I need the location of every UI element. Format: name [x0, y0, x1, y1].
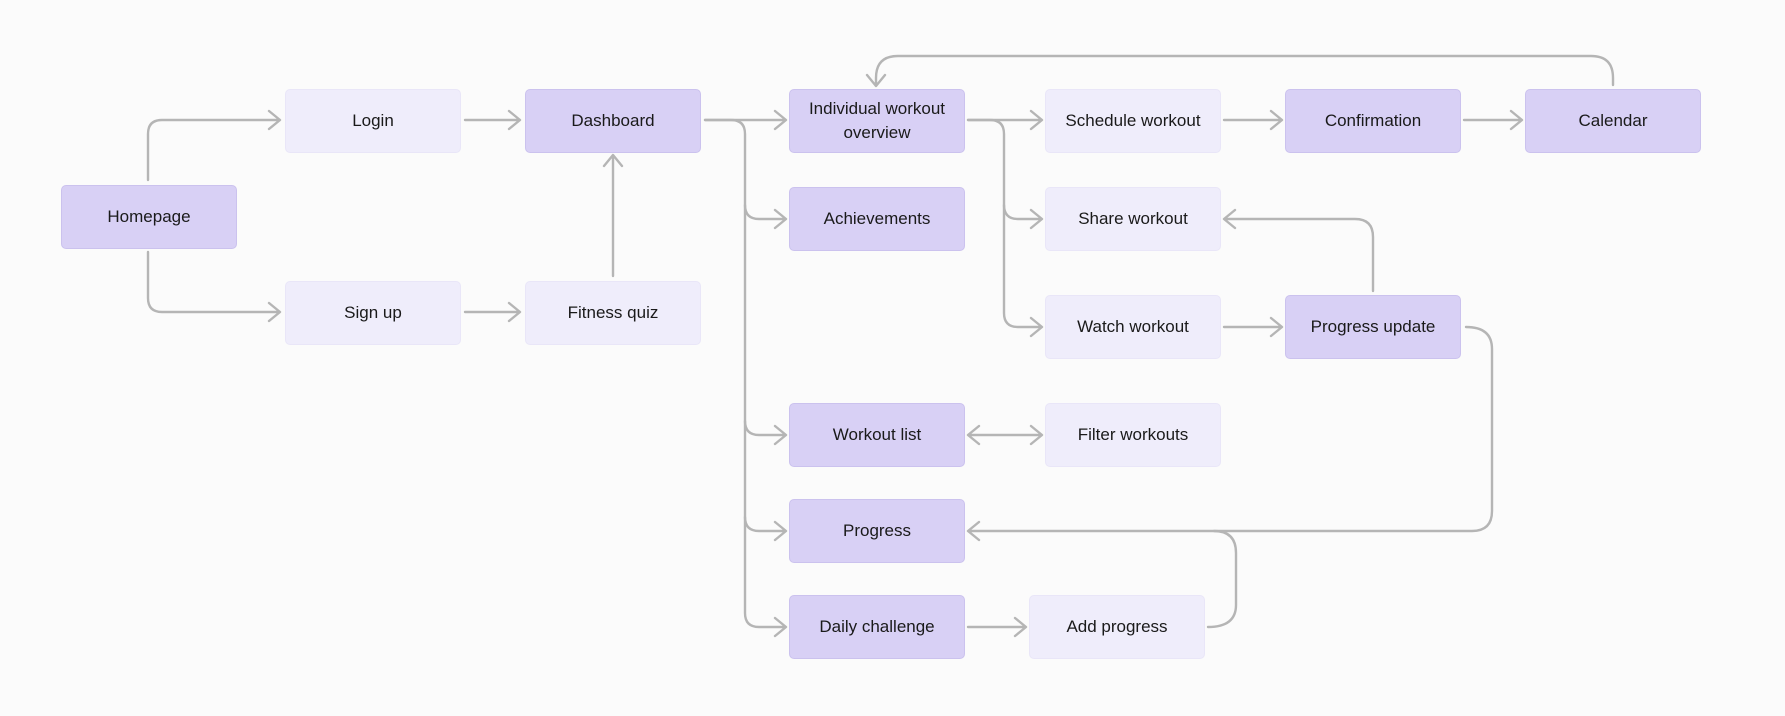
edge-watch-progressupdate: [1222, 316, 1284, 338]
node-watch-workout[interactable]: Watch workout: [1045, 295, 1221, 359]
node-label: Progress: [842, 521, 912, 540]
node-filter-workouts[interactable]: Filter workouts: [1045, 403, 1221, 467]
node-achievements[interactable]: Achievements: [789, 187, 965, 251]
node-label: Daily challenge: [819, 617, 935, 636]
edge-schedule-confirmation: [1222, 109, 1284, 131]
node-label: Workout list: [832, 425, 922, 444]
node-individual-workout-overview[interactable]: Individual workout overview: [789, 89, 965, 153]
node-label: Achievements: [823, 209, 931, 228]
node-signup[interactable]: Sign up: [285, 281, 461, 345]
node-progress[interactable]: Progress: [789, 499, 965, 563]
node-fitness-quiz[interactable]: Fitness quiz: [525, 281, 701, 345]
node-progress-update[interactable]: Progress update: [1285, 295, 1461, 359]
node-add-progress[interactable]: Add progress: [1029, 595, 1205, 659]
node-label: Progress update: [1310, 317, 1436, 336]
node-dashboard[interactable]: Dashboard: [525, 89, 701, 153]
edge-homepage-signup: [146, 250, 282, 323]
node-label: Confirmation: [1324, 111, 1422, 130]
edge-dashboard-achievements: [703, 118, 788, 230]
node-label: Individual workout overview: [808, 99, 946, 142]
edge-progressupdate-progress: [966, 325, 1494, 542]
edge-dailychallenge-addprogress: [966, 616, 1028, 638]
node-label: Share workout: [1078, 209, 1188, 228]
node-daily-challenge[interactable]: Daily challenge: [789, 595, 965, 659]
edge-addprogress-progress: [1206, 529, 1238, 629]
node-label: Sign up: [344, 303, 402, 322]
edge-progressupdate-share: [1222, 208, 1375, 293]
edge-homepage-login: [146, 109, 282, 182]
node-label: Calendar: [1578, 111, 1648, 130]
edge-dashboard-workoutlist: [743, 203, 788, 446]
edge-workoutlist-filter: [966, 424, 1044, 446]
node-login[interactable]: Login: [285, 89, 461, 153]
node-label: Homepage: [107, 207, 191, 226]
node-calendar[interactable]: Calendar: [1525, 89, 1701, 153]
edge-login-dashboard: [463, 109, 522, 131]
node-workout-list[interactable]: Workout list: [789, 403, 965, 467]
edge-dashboard-dailychallenge: [743, 515, 788, 638]
node-label: Schedule workout: [1065, 111, 1201, 130]
node-label: Dashboard: [571, 111, 655, 130]
edge-confirmation-calendar: [1462, 109, 1524, 131]
node-label: Add progress: [1066, 617, 1168, 636]
node-schedule-workout[interactable]: Schedule workout: [1045, 89, 1221, 153]
node-label: Fitness quiz: [567, 303, 659, 322]
node-label: Watch workout: [1077, 317, 1189, 336]
node-share-workout[interactable]: Share workout: [1045, 187, 1221, 251]
node-label: Login: [352, 111, 394, 130]
node-homepage[interactable]: Homepage: [61, 185, 237, 249]
node-confirmation[interactable]: Confirmation: [1285, 89, 1461, 153]
edge-overview-watch: [1002, 203, 1044, 338]
node-label: Filter workouts: [1077, 425, 1189, 444]
edge-fitnessquiz-dashboard: [602, 153, 624, 278]
edge-overview-share: [966, 118, 1044, 230]
edge-calendar-overview: [865, 54, 1615, 88]
edge-signup-fitnessquiz: [463, 301, 522, 323]
